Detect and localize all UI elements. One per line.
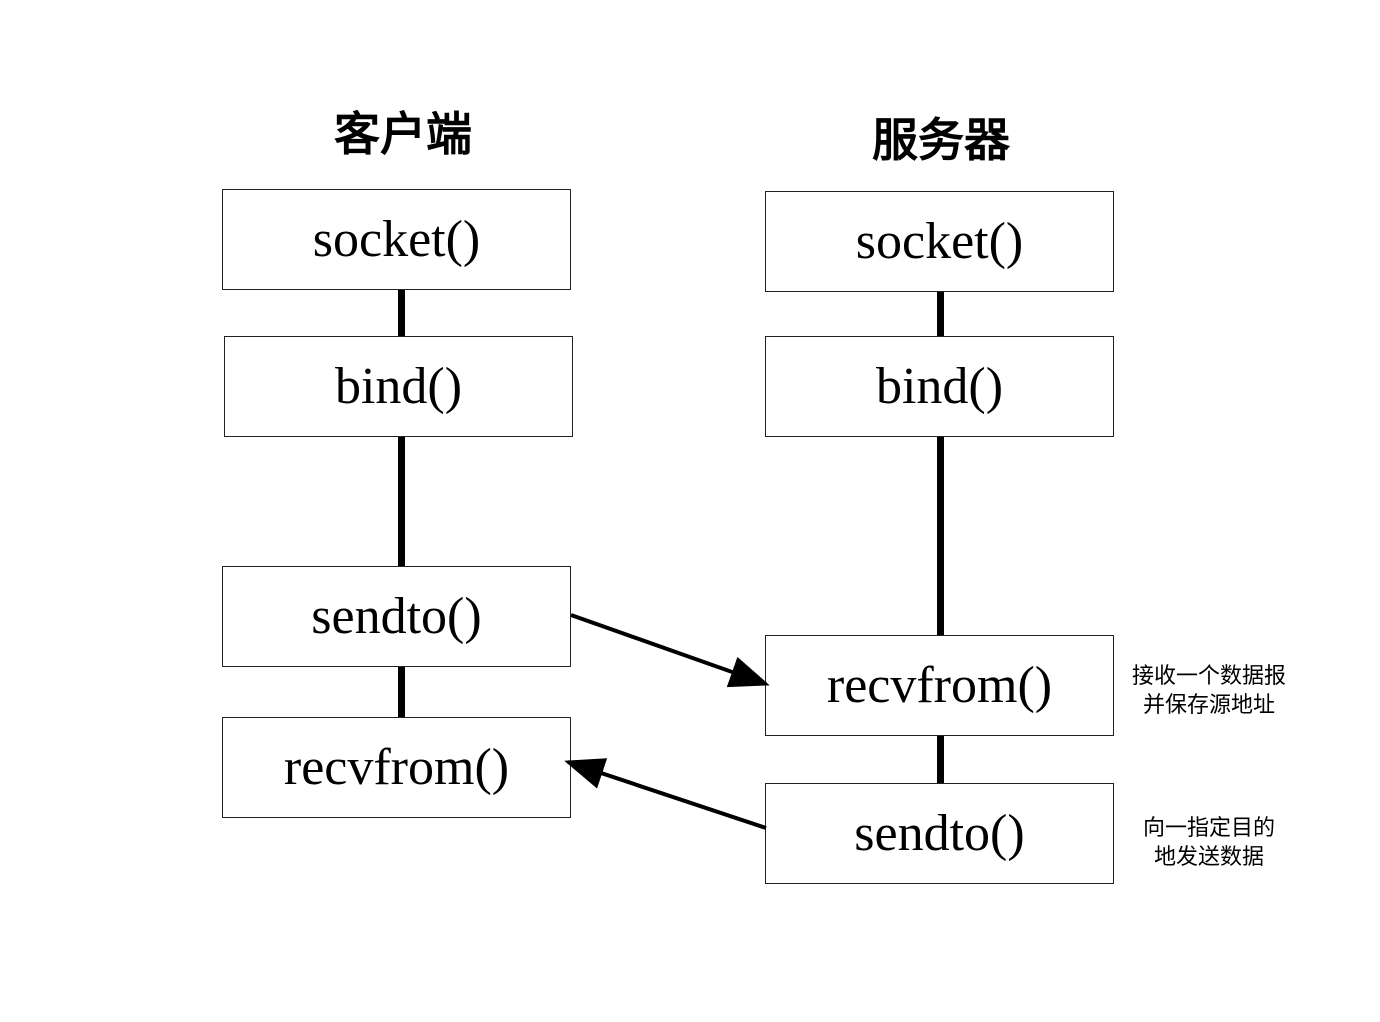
note-recvfrom-line-1: 接收一个数据报: [1131, 664, 1286, 689]
arrow-server-sendto-to-client-recvfrom: [564, 758, 767, 830]
client-bind-box: bind(): [224, 336, 573, 437]
client-sendto-box: sendto(): [222, 566, 571, 667]
server-socket-box: socket(): [765, 191, 1114, 292]
note-sendto-line-2: 地发送数据: [1153, 845, 1264, 870]
client-recvfrom-box: recvfrom(): [222, 717, 571, 818]
client-socket-box: socket(): [222, 189, 571, 290]
server-connector-socket-bind: [937, 292, 944, 337]
client-connector-bind-sendto: [398, 437, 405, 567]
note-sendto-line-1: 向一指定目的: [1142, 816, 1275, 841]
server-connector-bind-recvfrom: [937, 437, 944, 636]
client-connector-sendto-recvfrom: [398, 666, 405, 718]
note-recvfrom: 接收一个数据报 并保存源地址: [1114, 662, 1304, 720]
arrow-client-sendto-to-server-recvfrom: [570, 613, 770, 688]
server-recvfrom-box: recvfrom(): [765, 635, 1114, 736]
server-title: 服务器: [872, 113, 1010, 167]
note-sendto: 向一指定目的 地发送数据: [1114, 814, 1304, 872]
note-recvfrom-line-2: 并保存源地址: [1142, 693, 1275, 718]
server-bind-box: bind(): [765, 336, 1114, 437]
client-connector-socket-bind: [398, 290, 405, 337]
server-sendto-box: sendto(): [765, 783, 1114, 884]
client-title: 客户端: [334, 107, 472, 161]
server-connector-recvfrom-sendto: [937, 735, 944, 784]
